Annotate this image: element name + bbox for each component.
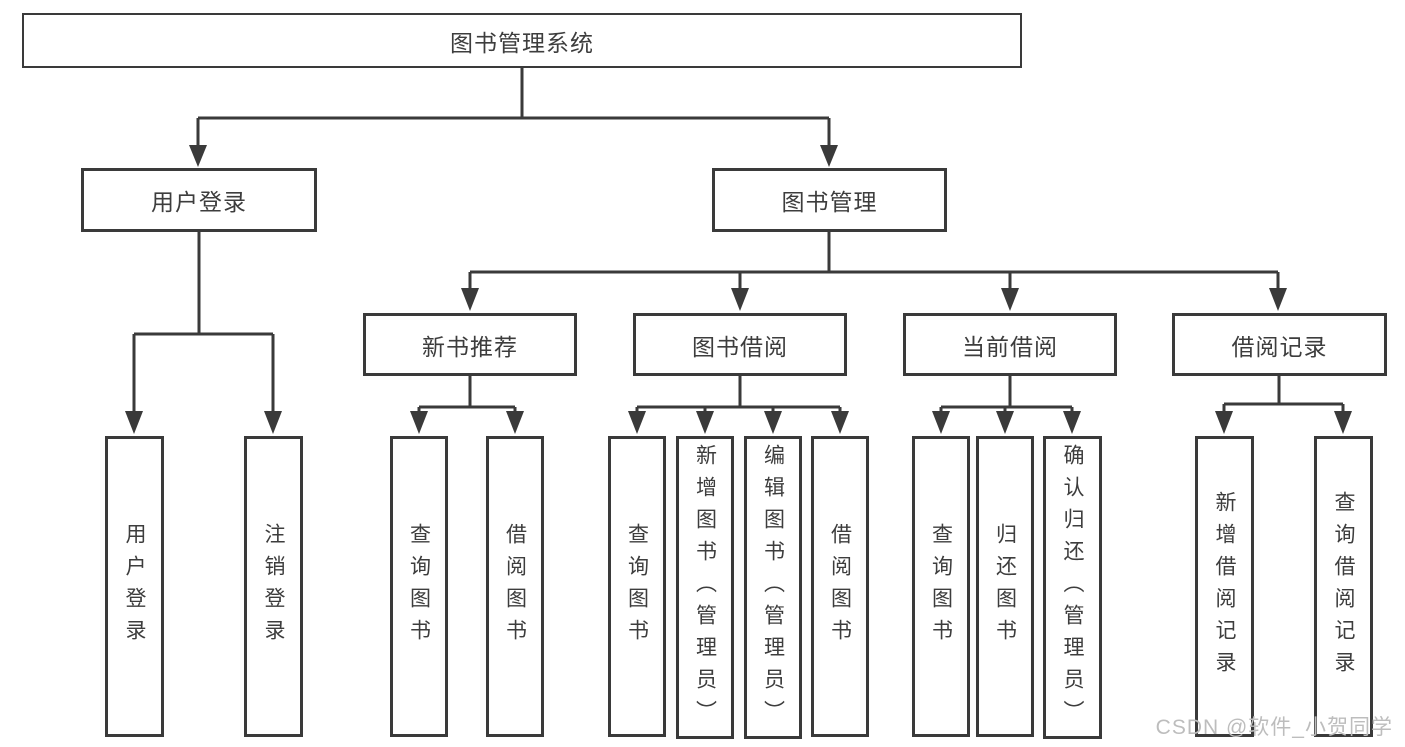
- node-user-login: 用户登录: [81, 168, 317, 232]
- connector-new-book-to-leaves: [410, 376, 524, 434]
- csdn-watermark: CSDN @软件_小贺同学: [1155, 716, 1393, 739]
- leaf-query-borrow-record: 查询借阅记录: [1314, 436, 1373, 737]
- node-borrow-record: 借阅记录: [1172, 313, 1387, 376]
- leaf-borrow-books-2: 借阅图书: [811, 436, 869, 737]
- connector-root-to-level2: [189, 68, 838, 167]
- leaf-add-borrow-record: 新增借阅记录: [1195, 436, 1254, 737]
- leaf-borrow-books-1: 借阅图书: [486, 436, 544, 737]
- node-new-book-recommend: 新书推荐: [363, 313, 577, 376]
- leaf-query-books-2: 查询图书: [608, 436, 666, 737]
- connector-book-mgmt-to-level3: [461, 232, 1287, 311]
- node-book-borrow: 图书借阅: [633, 313, 847, 376]
- leaf-query-books-3: 查询图书: [912, 436, 970, 737]
- leaf-confirm-return-admin: 确认归还（管理员）: [1043, 436, 1102, 739]
- leaf-add-borrow-record-label: 新增借阅记录: [1213, 490, 1236, 683]
- connector-borrow-record-to-leaves: [1215, 376, 1352, 434]
- connector-user-login-to-leaves: [125, 232, 282, 434]
- leaf-user-login-label: 用户登录: [123, 522, 146, 651]
- node-library-system: 图书管理系统: [22, 13, 1022, 68]
- leaf-edit-books-admin-label: 编辑图书（管理员）: [761, 443, 785, 732]
- node-book-management: 图书管理: [712, 168, 947, 232]
- leaf-user-login: 用户登录: [105, 436, 164, 737]
- leaf-query-books-1: 查询图书: [390, 436, 448, 737]
- leaf-query-books-1-label: 查询图书: [407, 522, 431, 651]
- leaf-query-books-2-label: 查询图书: [625, 522, 649, 651]
- leaf-query-books-3-label: 查询图书: [929, 522, 953, 651]
- connector-current-borrow-to-leaves: [932, 376, 1081, 434]
- leaf-logout: 注销登录: [244, 436, 303, 737]
- leaf-borrow-books-1-label: 借阅图书: [503, 522, 527, 651]
- leaf-return-books-label: 归还图书: [993, 522, 1017, 651]
- connector-book-borrow-to-leaves: [628, 376, 849, 434]
- leaf-confirm-return-admin-label: 确认归还（管理员）: [1061, 443, 1084, 732]
- leaf-edit-books-admin: 编辑图书（管理员）: [744, 436, 802, 739]
- leaf-add-books-admin: 新增图书（管理员）: [676, 436, 734, 739]
- leaf-return-books: 归还图书: [976, 436, 1034, 737]
- leaf-query-borrow-record-label: 查询借阅记录: [1332, 490, 1355, 683]
- node-current-borrow: 当前借阅: [903, 313, 1117, 376]
- leaf-add-books-admin-label: 新增图书（管理员）: [693, 443, 717, 732]
- leaf-borrow-books-2-label: 借阅图书: [828, 522, 852, 651]
- leaf-logout-label: 注销登录: [262, 522, 285, 651]
